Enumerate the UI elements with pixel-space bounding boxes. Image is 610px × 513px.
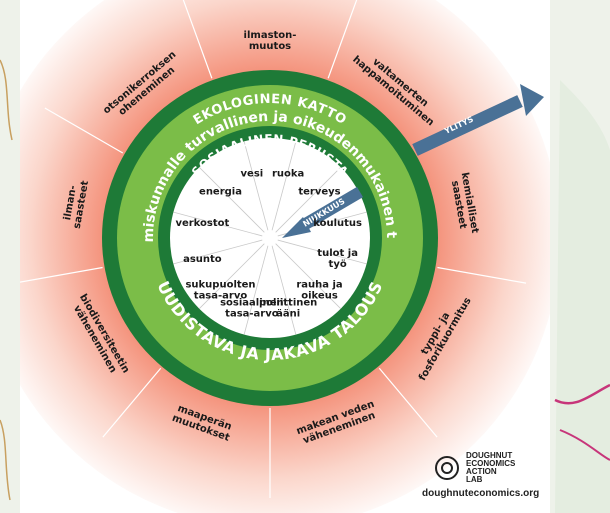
inner-dividers xyxy=(173,141,367,335)
sector-divider xyxy=(437,266,527,284)
ceiling-label: ilmaston-muutos xyxy=(244,30,297,52)
foundation-label: terveys xyxy=(298,187,340,198)
sector-dividers xyxy=(20,0,527,498)
foundation-label: vesi xyxy=(241,168,264,179)
inner-divider xyxy=(275,167,341,233)
logo-text: DOUGHNUT ECONOMICS ACTION LAB xyxy=(466,451,516,484)
sector-divider xyxy=(182,0,213,79)
inner-divider xyxy=(271,141,297,231)
inner-divider xyxy=(243,141,269,231)
inner-divider xyxy=(271,245,297,335)
sector-divider xyxy=(327,0,358,79)
sector-divider xyxy=(378,367,438,438)
inner-divider xyxy=(173,239,263,265)
doughnut-diagram: EKOLOGINEN KATTO ihmiskunnalle turvallin… xyxy=(20,0,550,513)
inner-divider xyxy=(243,245,269,335)
doughnut-card: EKOLOGINEN KATTO ihmiskunnalle turvallin… xyxy=(20,0,550,513)
foundation-label: koulutus xyxy=(313,218,362,229)
foundation-label: asunto xyxy=(183,254,222,265)
overshoot-arrow-head xyxy=(520,84,544,116)
foundation-label: energia xyxy=(199,187,242,198)
sector-divider xyxy=(44,107,124,154)
shortfall-arrow-shaft xyxy=(298,186,364,232)
overshoot-arrow-shaft xyxy=(412,95,523,156)
inner-divider xyxy=(199,243,265,309)
inner-divider xyxy=(173,211,263,237)
website-link[interactable]: doughnuteconomics.org xyxy=(422,488,540,499)
inner-divider xyxy=(277,239,367,265)
foundation-label: ruoka xyxy=(272,168,304,179)
doughnut-logo-icon xyxy=(435,456,459,480)
sector-divider xyxy=(102,367,162,438)
shortfall-arrow-head xyxy=(282,217,311,238)
inner-divider xyxy=(275,243,341,309)
foundation-label: verkostot xyxy=(175,218,229,229)
sector-divider xyxy=(20,266,103,283)
inner-divider xyxy=(199,167,265,233)
logo: DOUGHNUT ECONOMICS ACTION LAB xyxy=(434,452,550,484)
